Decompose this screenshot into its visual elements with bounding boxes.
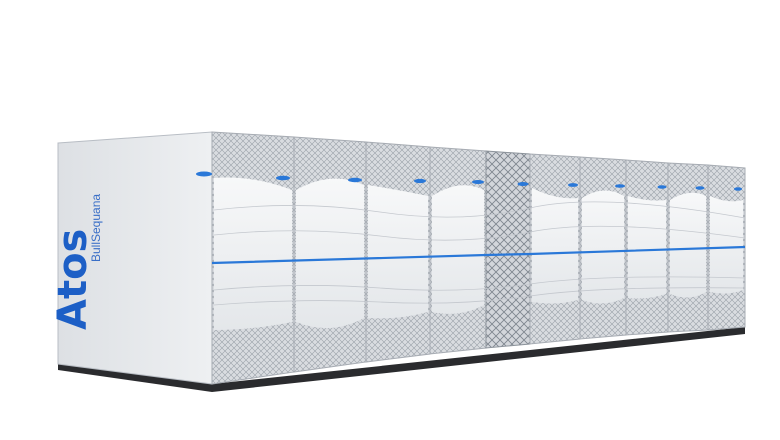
product-name-text: BullSequana — [89, 194, 103, 262]
indicator-light — [517, 182, 529, 186]
blue-light-strip — [211, 245, 746, 265]
indicator-light — [472, 180, 484, 184]
cabinet-7 — [625, 159, 669, 336]
indicator-light — [348, 177, 362, 183]
cabinet-1 — [211, 131, 295, 385]
cabinet-row — [211, 131, 746, 385]
wave-lines — [213, 201, 746, 306]
indicator-light — [276, 175, 290, 181]
cabinet-4 — [429, 146, 487, 355]
atos-logo: Atos BullSequana — [50, 194, 103, 330]
cabinet-switch — [485, 150, 531, 349]
cabinet-3 — [365, 141, 431, 363]
cabinet-2 — [293, 136, 367, 373]
indicator-light — [196, 171, 212, 177]
indicator-light — [568, 183, 578, 187]
brand-logo-text: Atos — [50, 229, 96, 330]
cabinet-8 — [667, 162, 709, 333]
indicator-light — [695, 186, 705, 190]
status-indicators — [196, 171, 742, 191]
indicator-light — [657, 185, 667, 189]
cabinet-5 — [529, 153, 581, 345]
indicator-light — [414, 178, 426, 184]
indicator-light — [615, 184, 625, 188]
indicator-light — [734, 187, 742, 191]
